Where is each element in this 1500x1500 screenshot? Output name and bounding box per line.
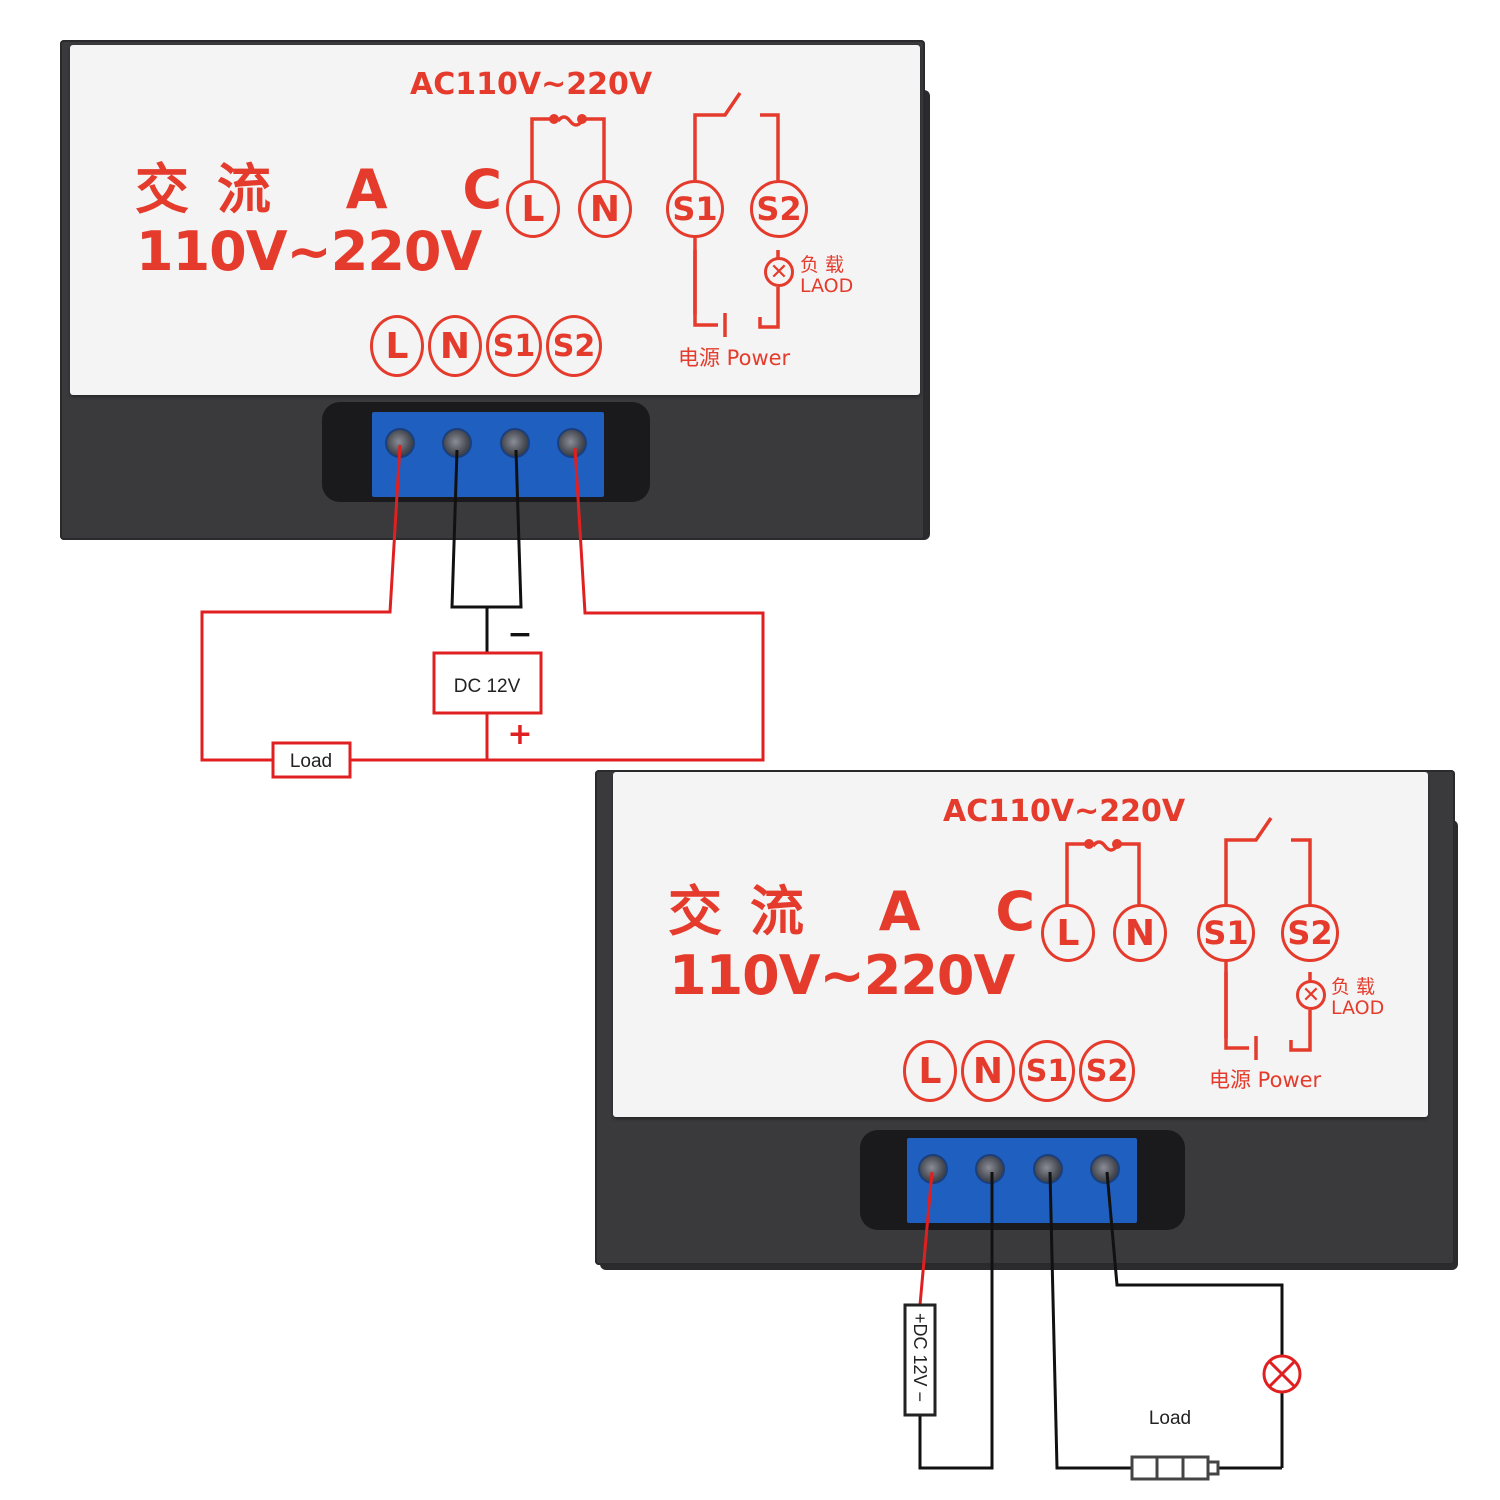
ac-range-label: AC110V~220V: [943, 794, 1186, 829]
screw-s2: [1090, 1154, 1120, 1184]
schematic-terminal-s2: S2: [1281, 904, 1339, 962]
sticker-label: 交流 A C 110V~220V AC110V~220V L N S1 S2 ✕…: [70, 45, 920, 395]
bottom-wiring: [903, 1171, 1302, 1481]
row-terminal-n: N: [428, 315, 482, 377]
row-terminal-s2: S2: [1079, 1040, 1135, 1102]
dc-supply-box-bottom: [903, 1303, 937, 1417]
load-label-top: Load: [290, 751, 332, 772]
load-en-label: LAOD: [1331, 997, 1385, 1019]
voltage-title: 110V~220V: [136, 220, 482, 283]
schematic-terminal-s1: S1: [666, 180, 724, 238]
row-terminal-l: L: [903, 1040, 957, 1102]
row-terminal-s2: S2: [546, 315, 602, 377]
row-terminal-s1: S1: [486, 315, 542, 377]
lamp-icon: ✕: [764, 257, 794, 287]
screw-n: [975, 1154, 1005, 1184]
ac-cn-title: 交流 A C: [668, 880, 1064, 943]
wire-black-top: [450, 449, 523, 609]
lamp-icon-bottom: [1262, 1354, 1302, 1394]
wire-red-l-bottom: [918, 1171, 934, 1306]
wire-black-n-bottom: [918, 1172, 994, 1470]
schematic-terminal-s1: S1: [1197, 904, 1255, 962]
load-label-bottom: Load: [1149, 1408, 1191, 1429]
dc-supply-label-bottom: +DC 12V −: [910, 1313, 930, 1402]
power-label: 电源 Power: [1209, 1068, 1322, 1092]
voltage-title: 110V~220V: [669, 944, 1015, 1007]
top-wiring: [200, 444, 765, 779]
ac-cn-title: 交流 A C: [135, 158, 531, 221]
schematic-terminal-l: L: [506, 180, 560, 238]
wire-black-s2-bottom: [1105, 1171, 1284, 1355]
sticker-label: 交流 A C 110V~220V AC110V~220V L N S1 S2 ✕…: [613, 772, 1428, 1117]
dc-supply-label-top: DC 12V: [454, 676, 521, 697]
power-label: 电源 Power: [678, 346, 791, 370]
load-box-top: [271, 741, 352, 779]
schematic-terminal-s2: S2: [750, 180, 808, 238]
resistor-end-cap: [1206, 1460, 1220, 1476]
schematic-terminal-n: N: [578, 180, 632, 238]
load-cn-label: 负 载: [1331, 976, 1376, 998]
screw-s2: [557, 428, 587, 458]
screw-l: [918, 1154, 948, 1184]
ac-range-label: AC110V~220V: [410, 67, 653, 102]
load-cn-label: 负 载: [800, 254, 845, 276]
load-en-label: LAOD: [800, 275, 854, 297]
schematic-terminal-n: N: [1113, 904, 1167, 962]
relay-module-top: 交流 A C 110V~220V AC110V~220V L N S1 S2 ✕…: [60, 40, 930, 550]
dc-supply-box-top: [432, 651, 543, 715]
lamp-icon: ✕: [1296, 980, 1326, 1010]
row-terminal-l: L: [370, 315, 424, 377]
wire-black-s1-bottom: [1048, 1171, 1132, 1470]
wire-red-load-supply-top: [350, 447, 765, 762]
plus-sign-top: +: [507, 717, 532, 752]
relay-module-bottom: 交流 A C 110V~220V AC110V~220V L N S1 S2 ✕…: [595, 770, 1460, 1275]
row-terminal-n: N: [961, 1040, 1015, 1102]
wire-red-l-top: [200, 444, 402, 762]
load-resistor-bottom: [1130, 1455, 1210, 1481]
schematic-terminal-l: L: [1041, 904, 1095, 962]
row-terminal-s1: S1: [1019, 1040, 1075, 1102]
minus-sign-top: −: [507, 617, 532, 652]
screw-s1: [1033, 1154, 1063, 1184]
